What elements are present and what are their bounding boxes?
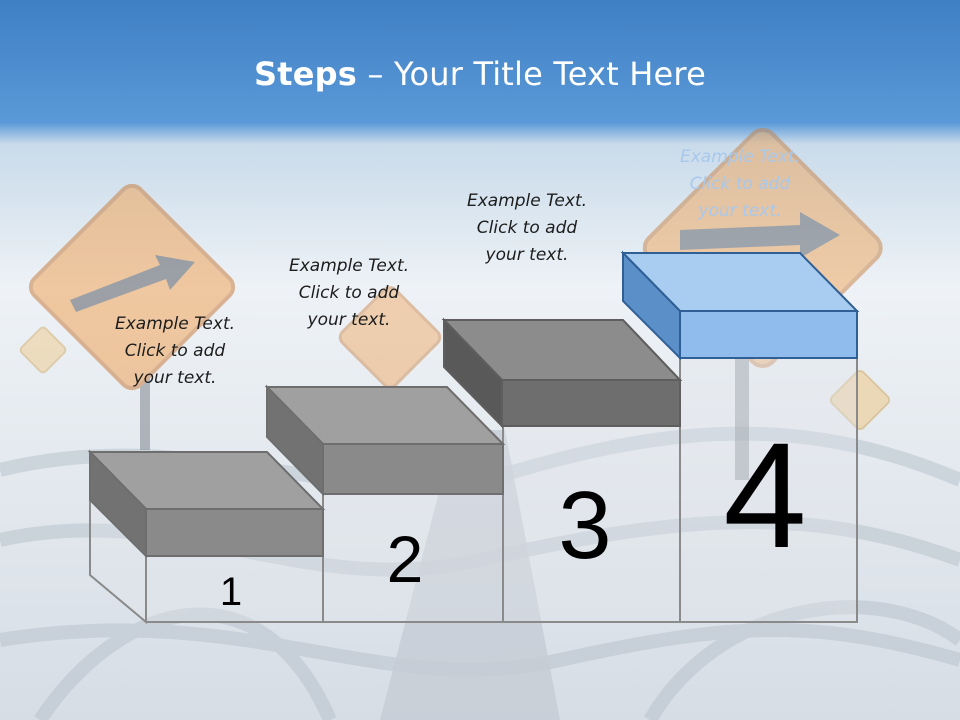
step-1-line-2: Click to add — [124, 341, 226, 361]
step-1-line-1: Example Text. — [114, 314, 236, 334]
road-sign-small-right — [829, 369, 891, 431]
slide-title[interactable]: Steps – Your Title Text Here — [0, 55, 960, 93]
step-block-1 — [87, 449, 326, 559]
step-4-caption[interactable]: Example Text. Click to add your text. — [655, 144, 825, 225]
step-1-line-3: your text. — [133, 368, 217, 388]
step-4-line-1: Example Text. — [679, 147, 801, 167]
title-bold: Steps — [254, 55, 358, 93]
step-2-line-3: your text. — [307, 310, 391, 330]
step-4-line-2: Click to add — [689, 174, 791, 194]
step-block-3 — [441, 317, 683, 429]
main-road — [380, 430, 560, 720]
road-sign-left — [28, 183, 236, 450]
step-1-number: 1 — [219, 570, 243, 614]
step-3-line-1: Example Text. — [466, 191, 588, 211]
step-2-caption[interactable]: Example Text. Click to add your text. — [264, 253, 434, 334]
step-4-line-3: your text. — [698, 201, 782, 221]
step-2-line-1: Example Text. — [288, 256, 410, 276]
step-2-line-2: Click to add — [298, 283, 400, 303]
steps-outline — [89, 357, 858, 625]
road-sign-small-left — [19, 326, 67, 374]
step-3-line-2: Click to add — [476, 218, 578, 238]
step-block-4 — [620, 250, 860, 361]
step-2-number: 2 — [386, 522, 424, 596]
title-rest: – Your Title Text Here — [357, 55, 706, 93]
step-block-2 — [264, 384, 506, 497]
step-3-line-3: your text. — [485, 245, 569, 265]
step-4-number: 4 — [723, 411, 807, 579]
step-3-number: 3 — [558, 472, 612, 579]
road-sign-middle — [338, 286, 442, 389]
step-3-caption[interactable]: Example Text. Click to add your text. — [442, 188, 612, 269]
step-1-caption[interactable]: Example Text. Click to add your text. — [90, 311, 260, 392]
